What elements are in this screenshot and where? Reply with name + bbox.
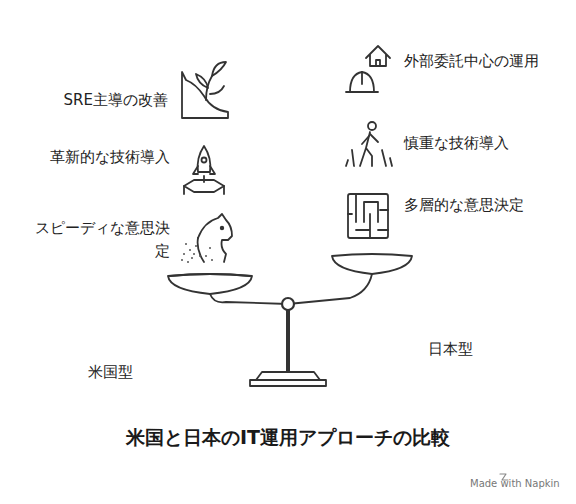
trait-label: 革新的な技術導入: [28, 146, 170, 169]
side-label: 米国型: [88, 361, 168, 384]
plant-icon: [182, 62, 228, 118]
watermark: Made with Napkin: [470, 472, 560, 495]
trait-label: 慎重な技術導入: [404, 132, 554, 155]
trait-label: スピーディな意思決定: [22, 217, 170, 263]
rocket-icon: [184, 146, 224, 194]
trait-label: 外部委託中心の運用: [404, 50, 552, 73]
balance-base: [250, 372, 326, 386]
trait-label: SRE主導の改善: [28, 89, 168, 112]
left-pan: [168, 274, 252, 294]
cheetah-icon: [181, 214, 232, 263]
side-label: 日本型: [428, 338, 508, 361]
outsourcing-icon: [346, 46, 390, 92]
diagram-title: 米国と日本のIT運用アプローチの比較: [126, 426, 450, 449]
right-pan: [332, 254, 412, 274]
maze-icon: [348, 194, 388, 238]
pivot: [282, 298, 294, 310]
trait-label: 多層的な意思決定: [404, 194, 552, 217]
balance-post: [286, 310, 290, 372]
walking-icon: [346, 122, 392, 166]
